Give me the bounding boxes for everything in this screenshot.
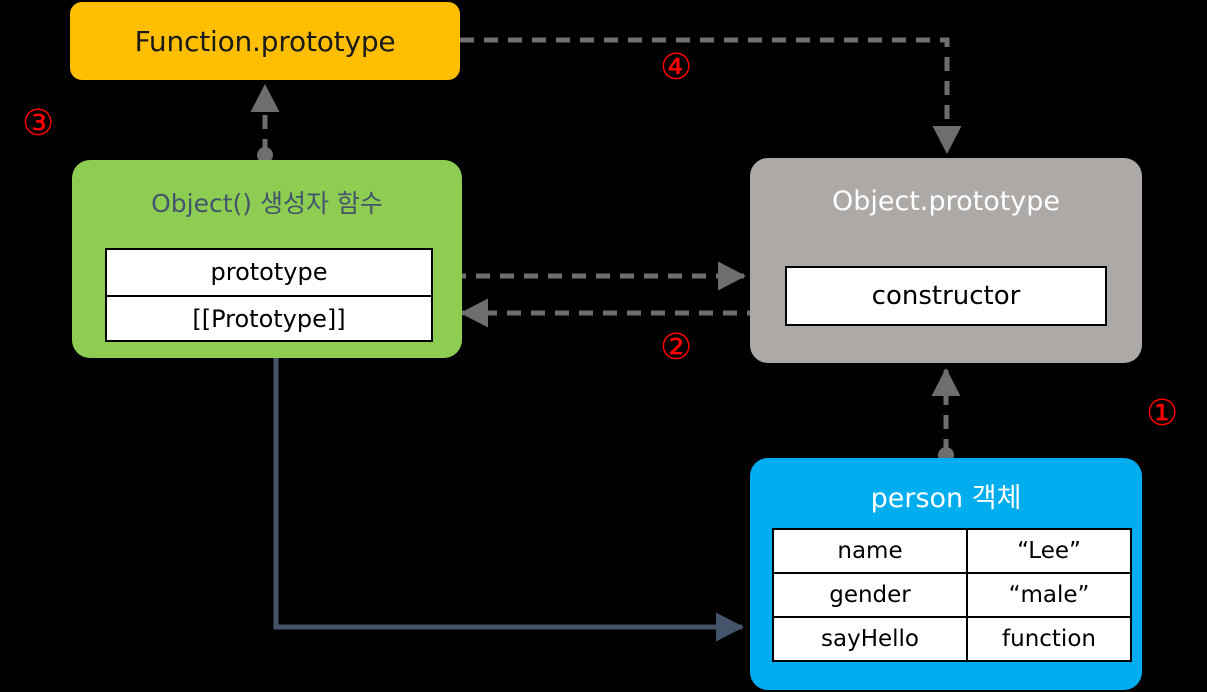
edge-prototype-to-object-prototype <box>418 261 747 291</box>
slot-constructor[interactable]: constructor <box>785 266 1107 326</box>
node-object-constructor[interactable]: Object() 생성자 함수 prototype [[Prototype]] <box>72 160 462 358</box>
edge-ctor-creates-person <box>273 358 745 642</box>
slot-internal-prototype[interactable]: [[Prototype]] <box>107 295 431 340</box>
node-object-prototype-title: Object.prototype <box>831 186 1061 217</box>
node-person-object[interactable]: person 객체 name “Lee” gender “male” sayHe… <box>750 458 1142 690</box>
node-object-prototype[interactable]: Object.prototype constructor <box>750 158 1142 363</box>
table-row[interactable]: gender “male” <box>772 572 1132 618</box>
property-value: “Lee” <box>966 528 1132 574</box>
edge-constructor-to-ctor <box>459 298 795 328</box>
edge-function-prototype-to-object-prototype <box>460 37 962 155</box>
step-marker-3: ③ <box>22 103 55 144</box>
step-marker-1: ① <box>1146 393 1179 434</box>
property-key: sayHello <box>772 616 968 662</box>
property-key: gender <box>772 572 968 618</box>
step-marker-4: ④ <box>660 47 693 88</box>
edge-ctor-to-function-prototype <box>250 83 280 163</box>
step-marker-2: ② <box>660 327 693 368</box>
node-object-constructor-title: Object() 생성자 함수 <box>151 189 383 218</box>
person-property-table: name “Lee” gender “male” sayHello functi… <box>772 528 1132 662</box>
node-function-prototype-title: Function.prototype <box>134 24 396 58</box>
property-value: function <box>966 616 1132 662</box>
node-person-object-title: person 객체 <box>870 483 1022 514</box>
node-function-prototype[interactable]: Function.prototype <box>70 2 460 80</box>
property-key: name <box>772 528 968 574</box>
edge-person-to-object-prototype <box>931 367 961 463</box>
table-row[interactable]: sayHello function <box>772 616 1132 662</box>
slot-prototype[interactable]: prototype <box>107 250 431 295</box>
object-constructor-slot-table: prototype [[Prototype]] <box>105 248 433 342</box>
table-row[interactable]: name “Lee” <box>772 528 1132 574</box>
property-value: “male” <box>966 572 1132 618</box>
